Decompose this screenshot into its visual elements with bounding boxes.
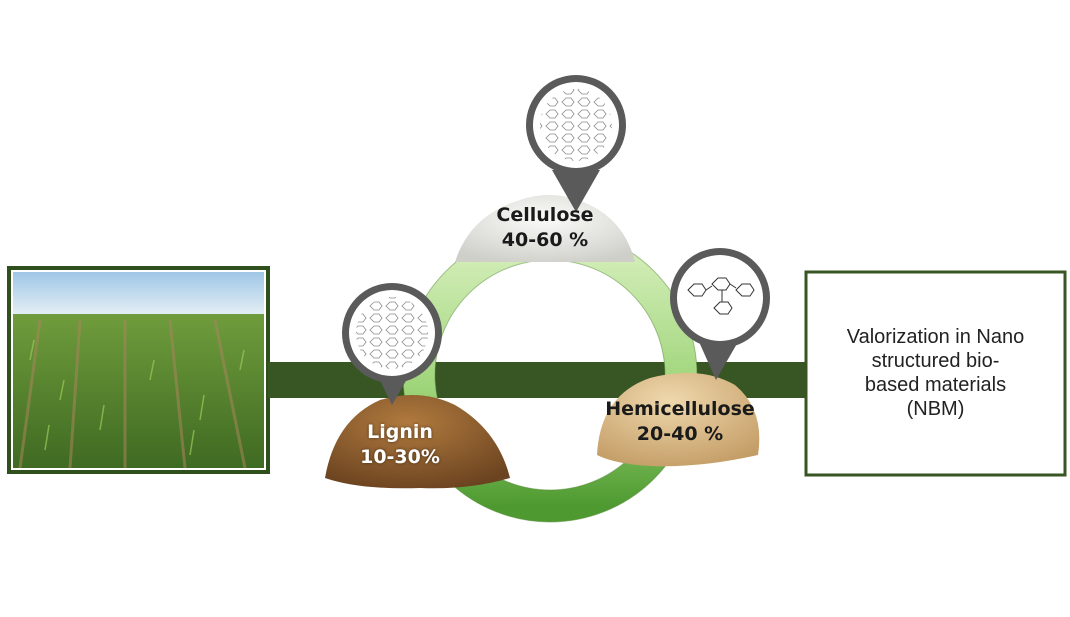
lignin-name: Lignin	[367, 421, 433, 443]
hemicellulose-structure-pin	[670, 248, 770, 380]
output-line-3: based materials	[864, 374, 1007, 396]
lignin-structure-pin	[342, 283, 442, 405]
hemicellulose-label: Hemicellulose 20-40 %	[595, 397, 765, 447]
output-line-1: Valorization in Nano	[846, 326, 1025, 348]
hemicellulose-range: 20-40 %	[636, 423, 724, 445]
lignin-pile	[325, 395, 510, 489]
cellulose-range: 40-60 %	[501, 229, 589, 251]
cellulose-label: Cellulose 40-60 %	[455, 203, 635, 253]
lignin-range: 10-30%	[360, 446, 440, 468]
lignin-label: Lignin 10-30%	[320, 420, 480, 470]
cellulose-pile	[455, 195, 635, 262]
output-box	[804, 270, 1067, 477]
crop-field-image	[7, 266, 270, 474]
hemicellulose-pile	[597, 372, 760, 467]
hemicellulose-name: Hemicellulose	[605, 398, 755, 420]
output-line-2: structured bio-	[871, 350, 1000, 372]
output-text: Valorization in Nano structured bio- bas…	[808, 325, 1063, 421]
cellulose-structure-pin	[526, 75, 626, 212]
cellulose-name: Cellulose	[496, 204, 594, 226]
output-line-4: (NBM)	[906, 398, 965, 420]
